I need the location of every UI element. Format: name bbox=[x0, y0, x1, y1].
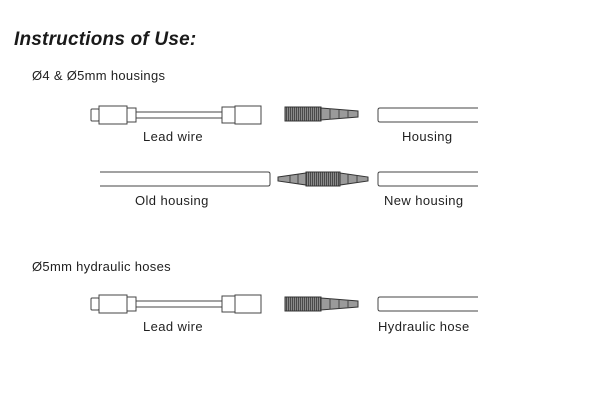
instructions-title: Instructions of Use: bbox=[14, 29, 197, 50]
caption-lead-wire: Lead wire bbox=[143, 129, 203, 144]
caption-lead-wire-2: Lead wire bbox=[143, 319, 203, 334]
old-housing-tube-illustration bbox=[100, 171, 271, 187]
caption-hydraulic-hose: Hydraulic hose bbox=[378, 319, 470, 334]
connector-illustration bbox=[284, 106, 359, 122]
section-label-hydraulic-hoses: Ø5mm hydraulic hoses bbox=[32, 259, 171, 274]
caption-old-housing: Old housing bbox=[135, 193, 209, 208]
caption-housing: Housing bbox=[402, 129, 453, 144]
housing-tube-illustration bbox=[377, 107, 478, 123]
new-housing-tube-illustration bbox=[377, 171, 478, 187]
connector-illustration-2 bbox=[284, 296, 359, 312]
section-label-housings: Ø4 & Ø5mm housings bbox=[32, 68, 166, 83]
lead-wire-illustration bbox=[90, 105, 262, 125]
hydraulic-hose-illustration bbox=[377, 296, 478, 312]
lead-wire-illustration-2 bbox=[90, 294, 262, 314]
double-connector-illustration bbox=[277, 171, 369, 187]
caption-new-housing: New housing bbox=[384, 193, 464, 208]
